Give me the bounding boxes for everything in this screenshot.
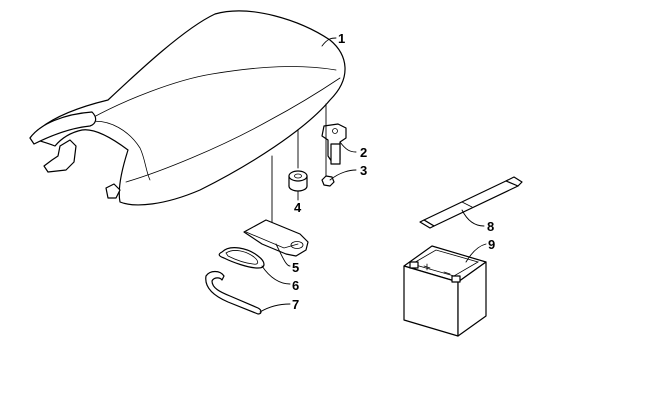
- bumper-part: [288, 170, 308, 192]
- callout-2: 2: [360, 145, 367, 160]
- callout-8: 8: [487, 219, 494, 234]
- callout-3: 3: [360, 163, 367, 178]
- callout-labels: 1 2 3 4 5 6 7 8 9: [292, 31, 495, 312]
- callout-9: 9: [488, 237, 495, 252]
- callout-4: 4: [294, 200, 302, 215]
- leader-lines: [259, 37, 487, 313]
- battery-part: [403, 245, 487, 337]
- seat-part: [29, 10, 346, 206]
- tray-part: [243, 219, 309, 257]
- latch-bracket-part: [321, 123, 347, 165]
- callout-1: 1: [338, 31, 345, 46]
- callout-6: 6: [292, 278, 299, 293]
- callout-7: 7: [292, 297, 299, 312]
- o-ring-part: [218, 247, 265, 269]
- callout-5: 5: [292, 260, 299, 275]
- nut-part: [321, 175, 335, 187]
- wrench-part: [205, 270, 262, 315]
- strap-part: [419, 176, 523, 229]
